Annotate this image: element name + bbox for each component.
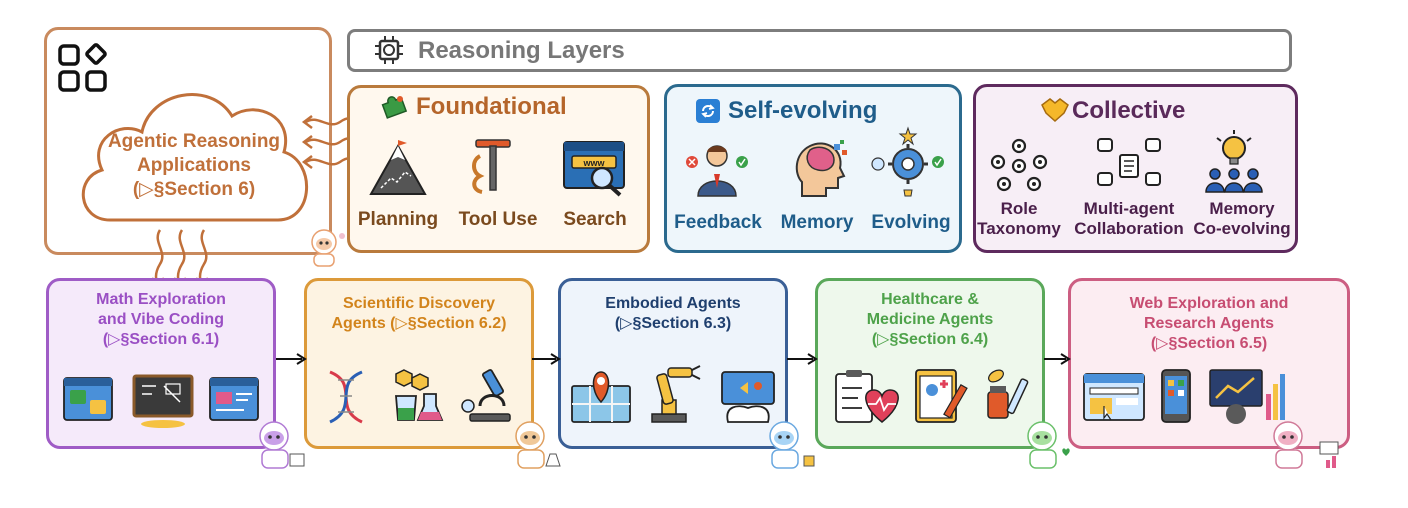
foundational-item-tool-use: Tool Use [458, 209, 538, 230]
tool-icon [470, 138, 516, 198]
arrow-science-to-embodied [530, 352, 564, 366]
web-browser-icon [1082, 372, 1146, 422]
domain-web-line3: (▷§Section 6.5) [1150, 335, 1268, 352]
applications-line1: Agentic Reasoning [107, 131, 281, 152]
refresh-icon [695, 98, 721, 124]
foundational-title: Foundational [416, 93, 567, 120]
applications-title: Agentic Reasoning Applications (▷§Sectio… [84, 130, 304, 201]
domain-science-line2: Agents (▷§Section 6.2) [331, 315, 507, 332]
handshake-icon [1040, 97, 1070, 123]
applications-line3: (▷§Section 6) [132, 178, 256, 200]
collective-item-memory-line1: Memory [1209, 199, 1275, 218]
apps-grid-icon [57, 42, 109, 94]
reasoning-layers-header: Reasoning Layers [347, 29, 1292, 72]
domain-math-line1: Math Exploration [96, 291, 226, 308]
domain-math-line3: (▷§Section 6.1) [102, 331, 220, 348]
robot-mascot-icon [302, 226, 350, 270]
robot-mascot-orange-icon [506, 416, 566, 472]
domain-health-title: Healthcare & Medicine Agents (▷§Section … [825, 290, 1035, 350]
domain-science-line1: Scientific Discovery [342, 295, 496, 312]
collective-item-memory: Memory Co-evolving [1190, 199, 1294, 238]
header-title: Reasoning Layers [418, 37, 625, 64]
domain-health-line3: (▷§Section 6.4) [871, 331, 989, 348]
self-evolving-item-memory: Memory [780, 212, 854, 233]
health-checklist-icon [832, 368, 902, 426]
arrow-math-to-science [274, 352, 308, 366]
feedback-icon [684, 140, 750, 198]
medical-clipboard-icon [910, 364, 970, 424]
robot-mascot-green-icon [1018, 416, 1078, 472]
self-evolving-item-evolving: Evolving [871, 212, 951, 233]
multi-agent-robots-icon [1092, 133, 1166, 197]
domain-web-title: Web Exploration and Research Agents (▷§S… [1078, 294, 1340, 354]
domain-math-title: Math Exploration and Vibe Coding (▷§Sect… [56, 290, 266, 350]
foundational-item-planning: Planning [357, 209, 439, 230]
evolving-gear-icon [870, 126, 946, 198]
cloud-icon [70, 70, 318, 242]
role-network-icon [990, 138, 1048, 194]
chip-icon [372, 35, 406, 67]
gamepad-icon [718, 370, 778, 424]
arrow-embodied-to-health [785, 352, 819, 366]
analytics-icon [1206, 364, 1288, 426]
smartphone-icon [1160, 368, 1192, 424]
domain-embodied-title: Embodied Agents (▷§Section 6.3) [568, 294, 778, 334]
domain-web-line2: Research Agents [1143, 315, 1275, 332]
search-browser-icon: www [562, 140, 628, 198]
domain-embodied-line2: (▷§Section 6.3) [614, 315, 732, 332]
domain-science-title: Scientific Discovery Agents (▷§Section 6… [314, 294, 524, 334]
applications-line2: Applications [136, 154, 251, 176]
robot-arm-icon [646, 364, 702, 424]
mountain-icon [367, 140, 429, 198]
arrow-health-to-web [1042, 352, 1072, 366]
collective-item-multi-agent-line1: Multi-agent [1083, 199, 1175, 218]
map-pin-icon [570, 368, 632, 424]
robot-mascot-blue-icon [760, 416, 820, 472]
robot-mascot-purple-icon [250, 416, 310, 472]
blackboard-icon [130, 372, 196, 428]
code-window-icon [62, 376, 114, 422]
code-editor-icon [208, 376, 260, 422]
collective-item-role: Role Taxonomy [975, 199, 1063, 238]
memory-coevolving-icon [1203, 130, 1265, 196]
domain-health-line1: Healthcare & [881, 291, 979, 308]
microscope-icon [460, 366, 518, 424]
collective-item-role-line1: Role [1000, 199, 1038, 218]
domain-embodied-line1: Embodied Agents [605, 295, 741, 312]
collective-item-multi-agent: Multi-agent Collaboration [1064, 199, 1194, 238]
collective-item-multi-agent-line2: Collaboration [1074, 218, 1184, 238]
self-evolving-item-feedback: Feedback [674, 212, 762, 233]
collective-item-memory-line2: Co-evolving [1193, 218, 1291, 238]
domain-math-line2: and Vibe Coding [98, 311, 224, 328]
collective-item-role-line2: Taxonomy [977, 218, 1061, 238]
medicine-icon [984, 366, 1036, 424]
puzzle-icon [380, 91, 408, 119]
chemistry-icon [386, 366, 448, 424]
collective-title: Collective [1072, 97, 1186, 124]
robot-mascot-pink-icon [1264, 416, 1344, 472]
domain-web-line1: Web Exploration and [1129, 295, 1289, 312]
foundational-item-search: Search [563, 209, 627, 230]
self-evolving-title: Self-evolving [728, 97, 878, 124]
dna-icon [320, 370, 372, 424]
domain-health-line2: Medicine Agents [866, 311, 994, 328]
svg-text:www: www [582, 158, 605, 168]
memory-brain-icon [790, 138, 850, 198]
applications-panel [44, 27, 332, 255]
